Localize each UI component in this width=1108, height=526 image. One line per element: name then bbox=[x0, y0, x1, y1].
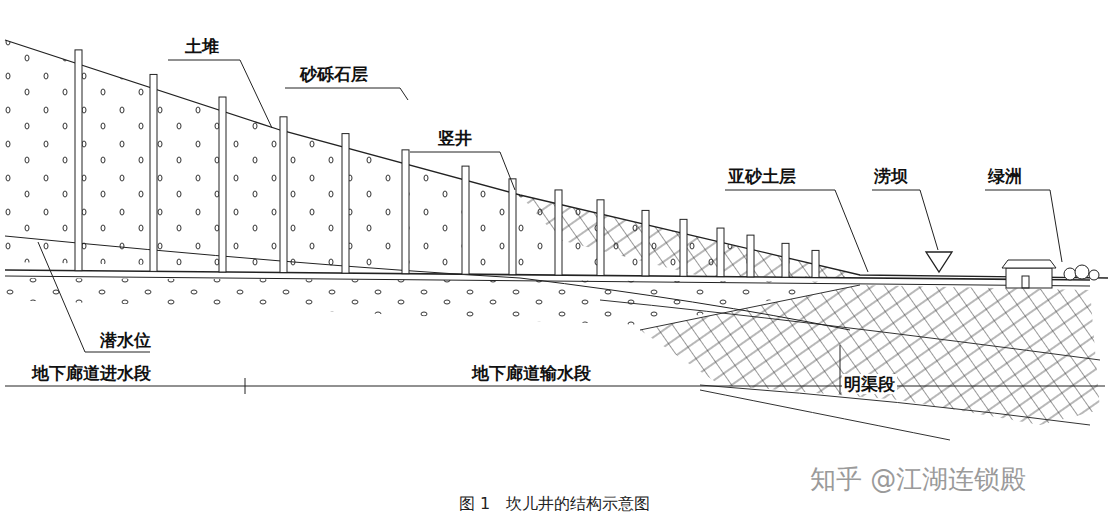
part-label: 竖井 bbox=[438, 128, 472, 148]
part-label: 地下廊道输水段 bbox=[470, 363, 593, 383]
vertical-shaft bbox=[717, 228, 724, 277]
part-label: 地下廊道进水段 bbox=[30, 363, 153, 383]
vertical-shaft bbox=[812, 250, 819, 277]
vertical-shaft bbox=[747, 235, 754, 277]
vertical-shaft bbox=[642, 210, 649, 275]
vertical-shaft bbox=[280, 117, 287, 273]
vertical-shaft bbox=[680, 219, 687, 276]
part-label: 砂砾石层 bbox=[300, 64, 368, 84]
watermark: 知乎 @江湖连锁殿 bbox=[810, 464, 1026, 495]
vertical-shaft bbox=[219, 97, 226, 272]
part-label: 亚砂土层 bbox=[728, 166, 796, 186]
part-label: 明渠段 bbox=[842, 374, 897, 394]
vertical-shaft bbox=[509, 179, 516, 275]
vertical-shaft bbox=[462, 166, 469, 274]
vertical-shaft bbox=[555, 190, 562, 275]
vertical-shaft bbox=[782, 243, 789, 277]
part-label: 土堆 bbox=[185, 36, 219, 56]
part-label: 涝坝 bbox=[874, 166, 908, 186]
part-label: 绿洲 bbox=[988, 166, 1022, 186]
vertical-shaft bbox=[150, 74, 157, 271]
vertical-shaft bbox=[402, 150, 409, 274]
vertical-shaft bbox=[597, 200, 604, 276]
part-label: 潜水位 bbox=[100, 330, 151, 350]
figure-caption: 图 1 坎儿井的结构示意图 bbox=[459, 494, 650, 513]
vertical-shaft bbox=[342, 134, 349, 274]
vertical-shaft bbox=[75, 50, 82, 271]
